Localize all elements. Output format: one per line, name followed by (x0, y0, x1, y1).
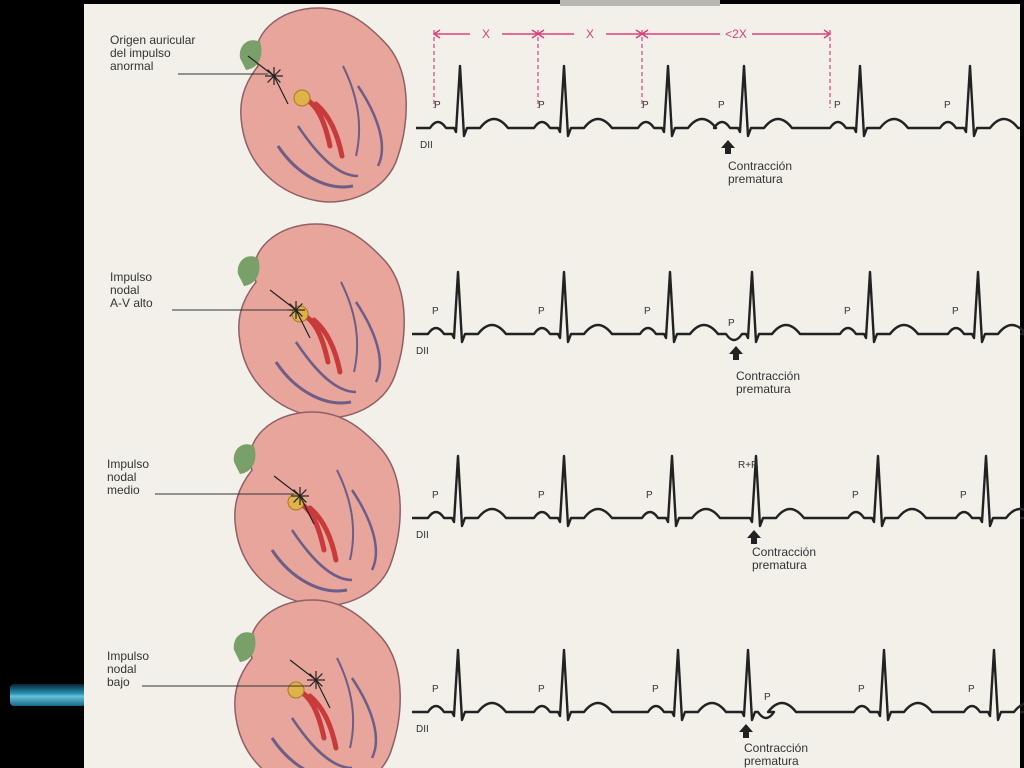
interval-label-bg (720, 27, 752, 41)
vessel (350, 489, 378, 571)
conduction-arrow (273, 75, 289, 105)
label-mid-nodal: Impulso nodal medio (107, 457, 150, 497)
ecg-trace (412, 648, 1024, 722)
ectopic-ray (309, 679, 317, 687)
p-wave-label: P (960, 490, 967, 501)
ecg-trace (416, 64, 1020, 138)
premature-arrow (739, 724, 753, 738)
premature-arrow (729, 346, 743, 360)
ectopic-ray (267, 75, 275, 83)
conduction-arrow (269, 289, 297, 311)
vessel (290, 717, 353, 768)
heart-illustration (233, 599, 401, 768)
p-wave-label: P (646, 490, 653, 501)
ectopic-ray (295, 303, 303, 311)
p-wave-label: P (718, 100, 725, 111)
p-wave-label: P (538, 490, 545, 501)
premature-label-1: Contracción prematura (728, 159, 793, 186)
p-wave-label: P (642, 100, 649, 111)
sa-node (233, 632, 256, 662)
vessel (294, 341, 357, 394)
av-node (293, 89, 311, 107)
p-wave-label: P (538, 100, 545, 111)
vessel (270, 737, 306, 768)
vessel (350, 677, 378, 759)
heart-outline (234, 411, 401, 607)
top-edge-strip (560, 0, 720, 6)
p-wave-label: P (538, 306, 545, 317)
p-wave-label: P (952, 306, 959, 317)
lead-label: DII (416, 530, 429, 541)
heart-illustration (237, 223, 405, 419)
premature-label-3: Contracción prematura (752, 545, 817, 572)
vessel (270, 549, 348, 593)
p-wave-label: P (858, 684, 865, 695)
vessel (354, 301, 382, 383)
vessel (336, 469, 355, 561)
label-high-nodal: Impulso nodal A-V alto (110, 270, 153, 310)
p-wave-label: P (844, 306, 851, 317)
av-node (287, 681, 305, 699)
interval-label: X (586, 27, 594, 41)
vessel (274, 361, 352, 405)
p-wave-label: P (944, 100, 951, 111)
label-atrial-origin: Origen auricular del impulso anormal (110, 33, 196, 73)
vessel (296, 125, 359, 178)
premature-label-4: Contracción prematura (744, 741, 809, 768)
heart-outline (238, 223, 405, 419)
vessel (356, 85, 384, 167)
heart-illustration (233, 411, 401, 607)
vessel (336, 657, 355, 749)
premature-arrow (721, 140, 735, 154)
premature-label-2: Contracción prematura (736, 369, 801, 396)
lead-label: DII (416, 346, 429, 357)
ectopic-ray (299, 489, 307, 497)
p-wave-label: P (538, 684, 545, 695)
ecg-trace (412, 454, 1024, 528)
p-wave-label: P (432, 684, 439, 695)
p-wave-label: P (968, 684, 975, 695)
lead-label: DII (420, 140, 433, 151)
p-wave-label: P (644, 306, 651, 317)
ectopic-ray (289, 309, 297, 317)
conduction-arrow (247, 55, 275, 77)
conduction-arrow (299, 495, 315, 525)
p-wave-label: P (652, 684, 659, 695)
vessel (342, 65, 361, 157)
conduction-arrow (295, 309, 311, 339)
blue-glow-bar (10, 684, 86, 706)
heart-illustration (239, 7, 407, 203)
p-wave-label: P (852, 490, 859, 501)
vessel (340, 281, 359, 373)
sa-node (233, 444, 256, 474)
ecg-trace (412, 270, 1024, 344)
ectopic-ray (273, 69, 281, 77)
conduction-arrow (289, 659, 317, 681)
vessel (276, 145, 354, 189)
interval-label-bg (470, 27, 502, 41)
sa-node (237, 256, 260, 286)
p-wave-label: P (432, 306, 439, 317)
ectopic-ray (315, 673, 323, 681)
label-low-nodal: Impulso nodal bajo (107, 649, 150, 689)
heart-outline (240, 7, 407, 203)
p-wave-label: P (728, 318, 735, 329)
conduction-arrow (315, 679, 331, 709)
interval-label: <2X (725, 27, 747, 41)
r-plus-p-label: R+P (738, 460, 758, 471)
p-wave-label: P (834, 100, 841, 111)
p-wave-label: P (764, 692, 771, 703)
interval-label-bg (574, 27, 606, 41)
premature-arrow (747, 530, 761, 544)
p-wave-label: P (434, 100, 441, 111)
vessel (290, 529, 353, 582)
ectopic-ray (293, 495, 301, 503)
left-dark-band (0, 0, 84, 768)
conduction-arrow (273, 475, 301, 497)
lead-label: DII (416, 724, 429, 735)
p-wave-label: P (432, 490, 439, 501)
interval-label: X (482, 27, 490, 41)
